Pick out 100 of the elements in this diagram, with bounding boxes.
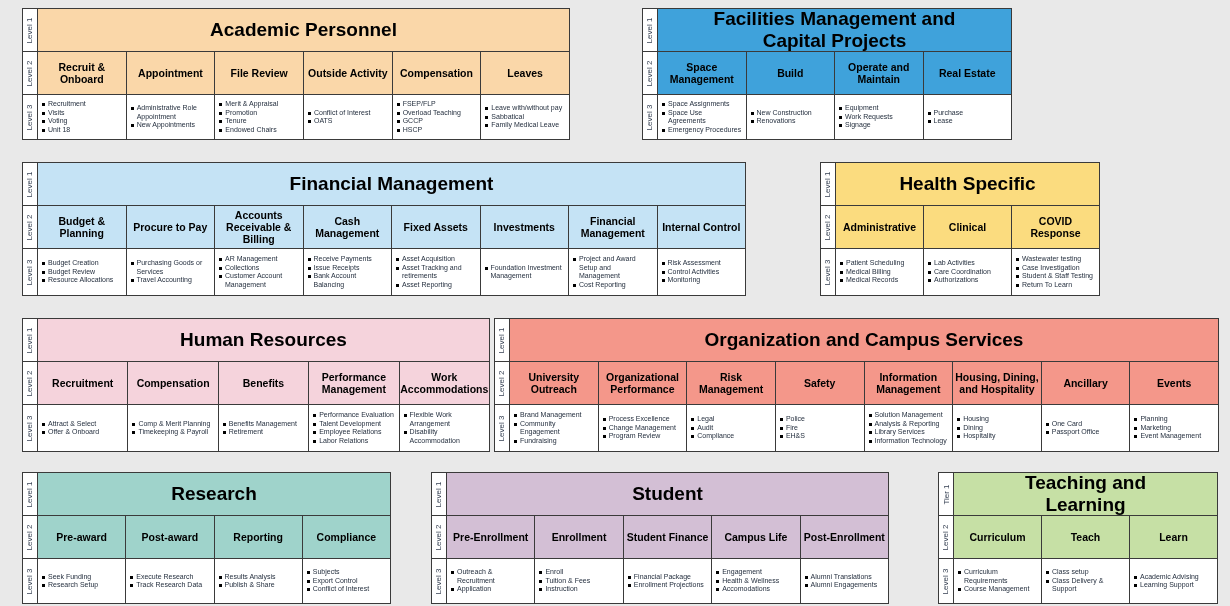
panel-title: Academic Personnel — [38, 9, 569, 51]
category-table — [642, 8, 1012, 140]
level-label: Level 3 — [823, 259, 833, 285]
level-label: Level 2 — [25, 60, 35, 86]
item-list-cell — [1041, 405, 1130, 451]
item-list-cell — [309, 405, 399, 451]
category-header: Budget & Planning — [38, 206, 126, 248]
category-header: Build — [746, 52, 834, 94]
item-list-cell — [38, 95, 126, 139]
category-header: Curriculum — [954, 516, 1041, 558]
category-header: Fixed Assets — [392, 206, 480, 248]
item-list-cell — [658, 95, 746, 139]
category-header: Campus Life — [712, 516, 800, 558]
level-label: Level 3 — [25, 259, 35, 285]
panel-title: Organization and Campus Services — [510, 319, 1218, 361]
category-header: Benefits — [218, 362, 309, 404]
level-label: Level 3 — [645, 104, 655, 130]
level-label: Level 3 — [25, 415, 35, 441]
panel-title: Facilities Management and Capital Projects — [658, 9, 1011, 51]
level-label: Level 1 — [25, 481, 35, 507]
category-header: Internal Control — [657, 206, 745, 248]
category-header: Administrative — [836, 206, 923, 248]
level-label: Level 1 — [25, 171, 35, 197]
level-label: Level 1 — [25, 327, 35, 353]
category-table — [820, 162, 1100, 296]
level-label: Level 2 — [823, 214, 833, 240]
item-list-cell — [38, 405, 128, 451]
category-header: Outside Activity — [304, 52, 392, 94]
level-label: Level 3 — [434, 568, 444, 594]
category-header: Real Estate — [923, 52, 1011, 94]
level-label: Tier 1 — [941, 483, 951, 505]
level-label: Level 3 — [497, 415, 507, 441]
category-header: Procure to Pay — [126, 206, 214, 248]
item-list-cell — [775, 405, 864, 451]
item-list-cell — [304, 95, 392, 139]
item-list-cell — [1012, 249, 1099, 295]
level-label: Level 2 — [25, 524, 35, 550]
item-list-cell — [38, 559, 126, 603]
panel-title: Health Specific — [836, 163, 1099, 205]
item-list-cell — [447, 559, 535, 603]
category-table — [22, 318, 490, 452]
category-header: Learn — [1130, 516, 1217, 558]
category-header: Operate and Maintain — [835, 52, 923, 94]
category-table — [431, 472, 889, 604]
item-list-cell — [215, 95, 303, 139]
category-header: Post-Enrollment — [800, 516, 888, 558]
item-list-cell — [598, 405, 687, 451]
level-label: Level 3 — [25, 568, 35, 594]
item-list-cell — [392, 249, 480, 295]
item-list-cell — [657, 249, 745, 295]
item-list-cell — [302, 559, 390, 603]
category-header: Work Accommodations — [399, 362, 489, 404]
category-header: Teach — [1042, 516, 1129, 558]
category-header: Clinical — [924, 206, 1011, 248]
panel-title: Financial Management — [38, 163, 745, 205]
category-header: Pre-Enrollment — [447, 516, 535, 558]
item-list-cell — [687, 405, 775, 451]
category-header: Performance Management — [309, 362, 399, 404]
level-label: Level 3 — [941, 568, 951, 594]
category-header: Cash Management — [303, 206, 391, 248]
level-label: Level 2 — [645, 60, 655, 86]
level-label: Level 2 — [25, 370, 35, 396]
level-label: Level 2 — [434, 524, 444, 550]
category-header: File Review — [215, 52, 303, 94]
category-header: Safety — [775, 362, 864, 404]
item-list-cell — [215, 249, 303, 295]
category-header: Leaves — [481, 52, 569, 94]
category-header: Housing, Dining, and Hospitality — [953, 362, 1041, 404]
item-list-cell — [535, 559, 623, 603]
panel-title: Student — [447, 473, 888, 515]
category-header: Information Management — [864, 362, 953, 404]
category-header: Organizational Performance — [598, 362, 687, 404]
category-table — [22, 472, 391, 604]
item-list-cell — [800, 559, 888, 603]
item-list-cell — [1130, 559, 1217, 603]
panel-title: Teaching and Learning — [954, 473, 1217, 515]
item-list-cell — [392, 95, 481, 139]
level-label: Level 1 — [823, 171, 833, 197]
category-header: Investments — [480, 206, 568, 248]
item-list-cell — [38, 249, 126, 295]
item-list-cell — [399, 405, 489, 451]
item-list-cell — [835, 95, 923, 139]
item-list-cell — [954, 559, 1041, 603]
item-list-cell — [214, 559, 302, 603]
panel-title: Research — [38, 473, 390, 515]
category-table — [938, 472, 1218, 604]
category-header: Financial Management — [569, 206, 657, 248]
category-table — [22, 8, 570, 140]
category-header: Reporting — [214, 516, 302, 558]
category-header: Compensation — [392, 52, 481, 94]
item-list-cell — [126, 559, 214, 603]
item-list-cell — [1042, 559, 1129, 603]
category-header: Student Finance — [623, 516, 712, 558]
category-header: Enrollment — [535, 516, 623, 558]
item-list-cell — [303, 249, 391, 295]
item-list-cell — [510, 405, 598, 451]
level-label: Level 1 — [645, 17, 655, 43]
category-header: Risk Management — [687, 362, 775, 404]
category-header: Recruitment — [38, 362, 128, 404]
category-header: COVID Response — [1012, 206, 1099, 248]
